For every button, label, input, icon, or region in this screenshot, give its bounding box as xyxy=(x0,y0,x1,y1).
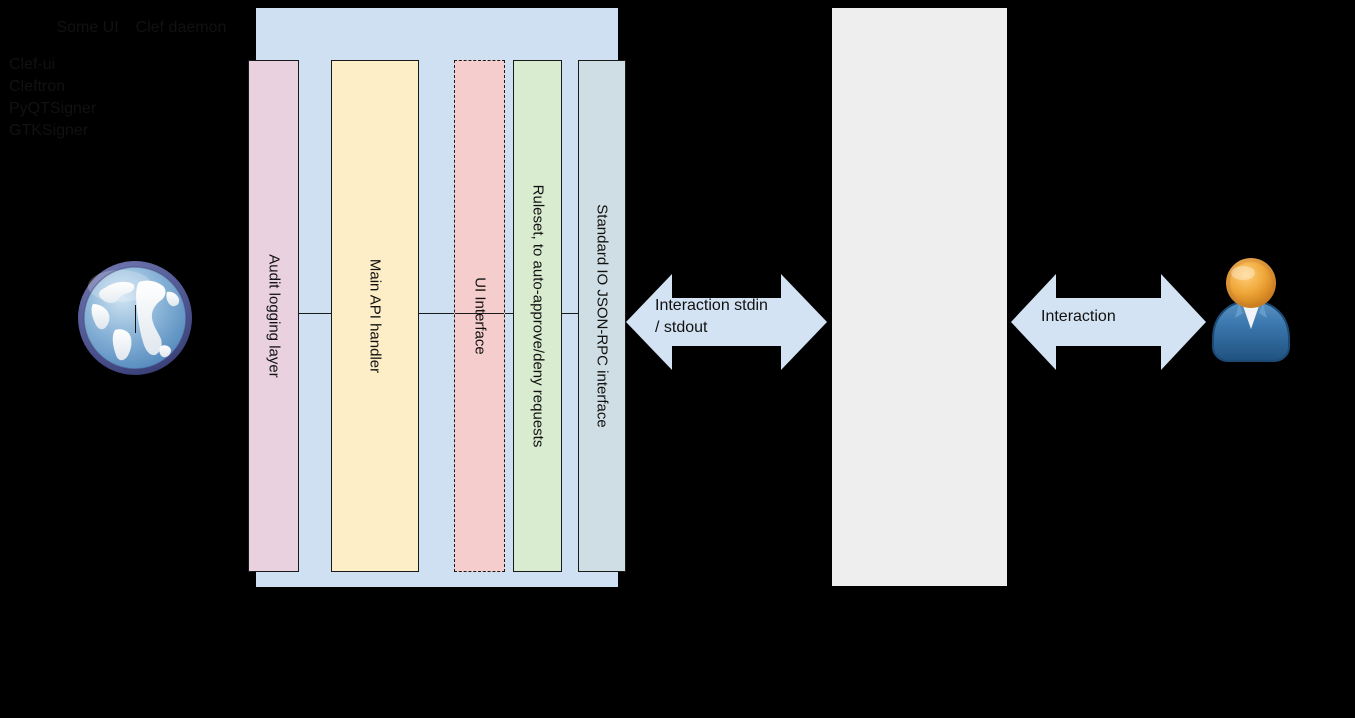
list-item[interactable]: GTKSigner xyxy=(9,122,89,139)
lane-standard-io-jsonrpc[interactable]: Standard IO JSON-RPC interface xyxy=(578,60,626,572)
lane-ui-interface[interactable]: UI Interface xyxy=(454,60,505,572)
lane-ruleset[interactable]: Ruleset, to auto-approve/deny requests xyxy=(513,60,562,572)
some-ui-title: Some UI xyxy=(56,19,119,36)
lane-label-standard-io-jsonrpc: Standard IO JSON-RPC interface xyxy=(593,204,611,428)
some-ui-panel xyxy=(832,8,1007,586)
list-item[interactable]: PyQTSigner xyxy=(9,100,97,117)
user-icon xyxy=(1205,255,1297,365)
some-ui-list: Clef-ui Cleftron PyQTSigner GTKSigner xyxy=(9,54,169,142)
arrow-label-interaction-user: Interaction xyxy=(1041,308,1116,325)
connector-api-to-ui xyxy=(418,313,455,314)
lane-label-main-api-handler: Main API handler xyxy=(366,258,384,374)
connector-through-ui-interface xyxy=(455,313,504,314)
arrow-interaction-stdio[interactable]: Interaction stdin / stdout xyxy=(626,274,827,370)
connector-ruleset-to-stdio xyxy=(561,313,579,314)
arrow-interaction-user[interactable]: Interaction xyxy=(1011,274,1206,370)
connector-audit-to-api xyxy=(298,313,332,314)
arrow-label-interaction-stdio: Interaction stdin / stdout xyxy=(655,297,768,336)
lane-main-api-handler[interactable]: Main API handler xyxy=(331,60,419,572)
globe-tick-mark xyxy=(135,305,136,333)
clef-daemon-title: Clef daemon xyxy=(135,19,227,36)
lane-audit-logging-layer[interactable]: Audit logging layer xyxy=(248,60,299,572)
lane-label-ruleset: Ruleset, to auto-approve/deny requests xyxy=(529,184,546,448)
lane-label-ui-interface: UI Interface xyxy=(471,277,488,355)
connector-ui-to-ruleset xyxy=(504,313,514,314)
clef-daemon-container xyxy=(256,8,618,587)
globe-icon xyxy=(75,258,195,378)
list-item[interactable]: Cleftron xyxy=(9,78,66,95)
list-item[interactable]: Clef-ui xyxy=(9,56,56,73)
lane-label-audit-logging-layer: Audit logging layer xyxy=(265,254,282,378)
